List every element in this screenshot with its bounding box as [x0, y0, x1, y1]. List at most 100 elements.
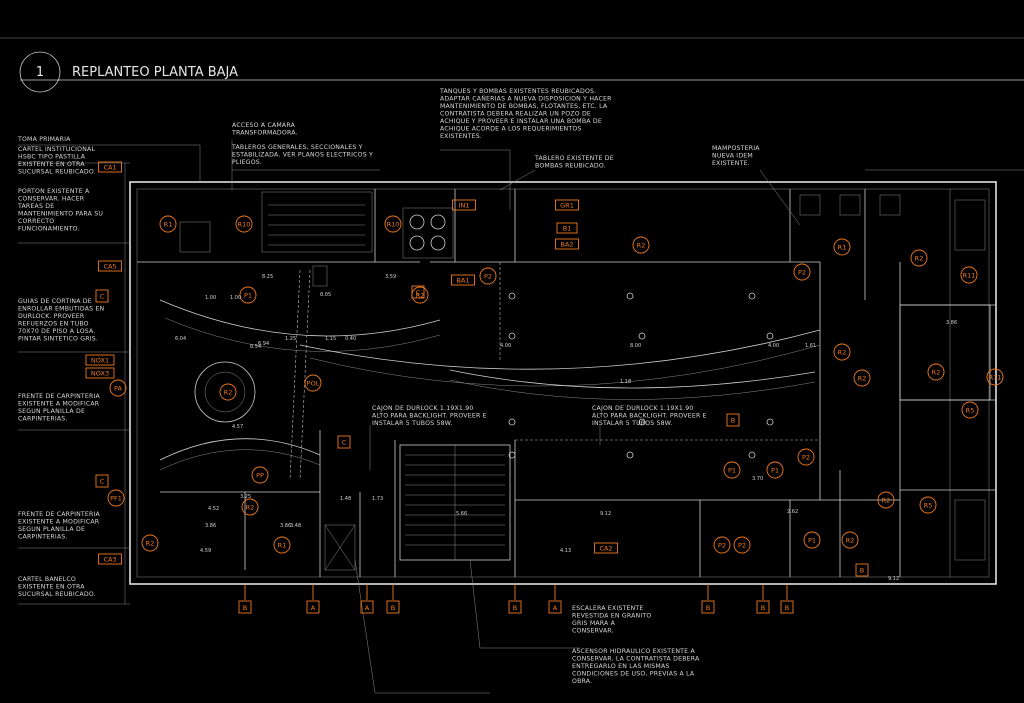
section-marker-frame — [360, 600, 374, 614]
dimension-label: 1.18 — [620, 379, 631, 385]
box-tag-frame — [555, 238, 579, 250]
box-tag-frame — [85, 354, 115, 366]
box-tag-frame — [98, 553, 122, 565]
section-marker-frame — [548, 600, 562, 614]
section-marker-frame — [306, 600, 320, 614]
circle-tag: R2 — [146, 539, 155, 547]
callout-frame — [95, 289, 109, 303]
circle-tag: R1 — [164, 220, 173, 228]
circle-tag: R2 — [224, 388, 233, 396]
circle-tag: P2 — [802, 453, 810, 461]
circle-tag-ring — [107, 489, 125, 507]
callout-marker: C — [342, 439, 347, 447]
circle-tag-ring — [304, 374, 322, 392]
section-marker: A — [365, 604, 370, 612]
circle-tag-ring — [833, 238, 851, 256]
circle-tag-ring — [159, 215, 177, 233]
dimension-label: 4.13 — [560, 548, 571, 554]
dimension-label: 5.66 — [456, 511, 467, 517]
box-tag: CA1 — [103, 164, 116, 172]
circle-tag-ring — [141, 534, 159, 552]
circle-tag: R2 — [915, 254, 924, 262]
callout-frame — [95, 474, 109, 488]
water-tanks — [402, 207, 454, 259]
circle-tag: R10 — [387, 220, 400, 228]
circle-tag: R2 — [637, 241, 646, 249]
circle-tag: R2 — [416, 291, 425, 299]
dimension-label: 3.48 — [290, 523, 301, 529]
dimension-label: 8.00 — [630, 343, 641, 349]
section-marker-frame — [701, 600, 715, 614]
circle-tag-ring — [632, 236, 650, 254]
circle-tag-ring — [986, 368, 1004, 386]
box-tag-frame — [452, 199, 476, 211]
circle-tag-ring — [841, 531, 859, 549]
box-tag: NOX1 — [91, 357, 109, 365]
circle-tag: R5 — [966, 406, 975, 414]
circle-tag: R2 — [846, 536, 855, 544]
circle-tag-ring — [927, 363, 945, 381]
circle-tag: P2 — [738, 541, 746, 549]
circle-tag-ring — [910, 249, 928, 267]
circle-tag-ring — [853, 369, 871, 387]
dimension-label: 3.70 — [752, 476, 763, 482]
section-marker: B — [391, 604, 395, 612]
section-marker-frame — [508, 600, 522, 614]
electrical-panels — [179, 191, 373, 253]
box-tag-frame — [556, 222, 578, 234]
circle-tag: R1 — [838, 243, 847, 251]
circle-tag: R5 — [924, 501, 933, 509]
toilets — [799, 194, 991, 561]
page-title: REPLANTEO PLANTA BAJA — [72, 65, 238, 80]
section-marker: A — [553, 604, 558, 612]
callout-frame — [411, 285, 425, 299]
circle-tag: R2 — [858, 374, 867, 382]
dimension-label: 3.86 — [946, 320, 957, 326]
curved-counters — [159, 299, 821, 471]
box-tag: NOX3 — [91, 370, 109, 378]
dimension-label: 9.12 — [888, 576, 899, 582]
section-marker: B — [243, 604, 247, 612]
box-tag-frame — [555, 199, 579, 211]
circle-tag: PA — [114, 384, 123, 392]
circle-tag: P2 — [798, 268, 806, 276]
dimension-label: 4.57 — [232, 424, 243, 430]
circle-tag: P1 — [728, 466, 736, 474]
callout-marker: C — [100, 478, 105, 486]
circle-tag: R2 — [882, 496, 891, 504]
circle-tag: R1 — [278, 541, 287, 549]
left-note: TOMA PRIMARIA — [17, 136, 71, 143]
section-marker: B — [785, 604, 789, 612]
circle-tag: R2 — [932, 368, 941, 376]
dimension-label: 4.59 — [200, 548, 211, 554]
dimension-label: 6.94 — [258, 341, 269, 347]
circle-tag-ring — [239, 286, 257, 304]
box-tag: B1 — [563, 225, 572, 233]
section-marker-frame — [238, 600, 252, 614]
dimension-label: 8.54 — [250, 344, 261, 350]
box-tag: CA2 — [599, 545, 612, 553]
circle-tag: P1 — [244, 291, 252, 299]
building-outline — [129, 181, 997, 585]
circle-tag: R10 — [238, 220, 251, 228]
dimension-label: 1.00 — [230, 295, 241, 301]
stair — [324, 444, 511, 571]
dimension-label: 3.59 — [385, 274, 396, 280]
callout-frame — [855, 563, 869, 577]
dimension-label: 4.00 — [768, 343, 779, 349]
dimension-label: 3.86 — [205, 523, 216, 529]
box-tag-frame — [85, 367, 115, 379]
callout-frame — [726, 413, 740, 427]
dimension-label: 1.61 — [805, 343, 816, 349]
